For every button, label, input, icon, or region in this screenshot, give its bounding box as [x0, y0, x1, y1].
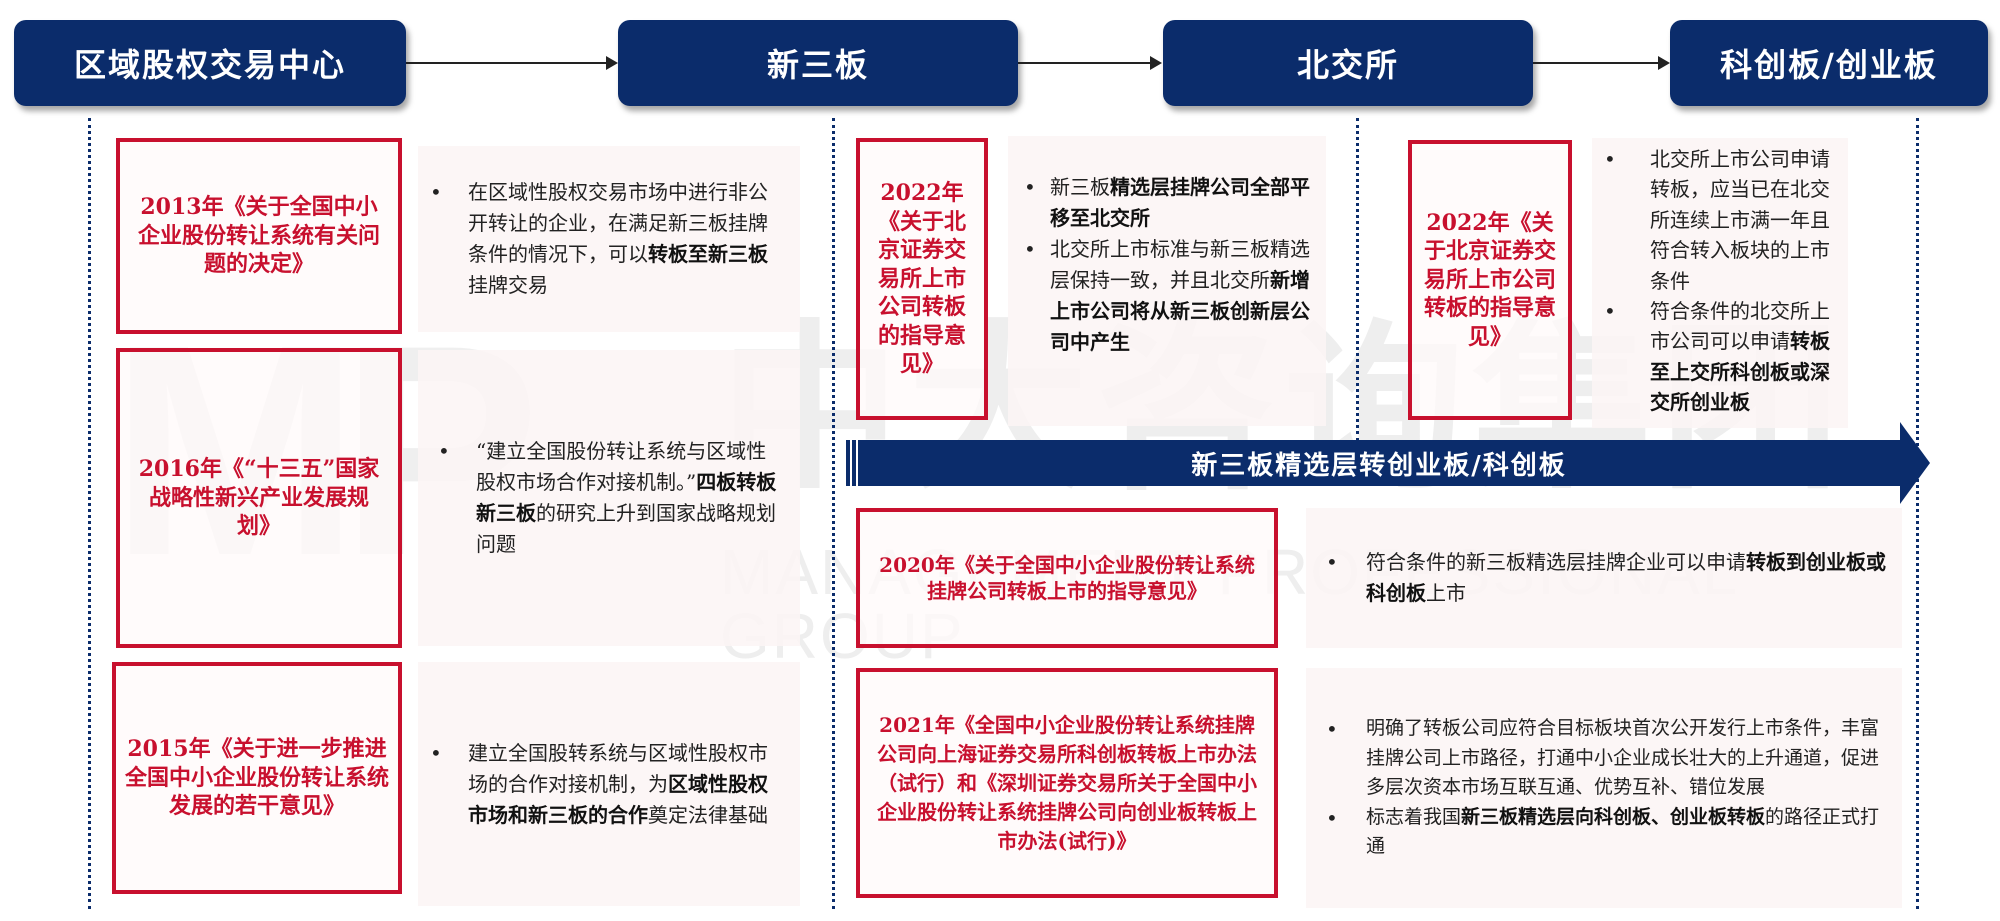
- policy-title: 2020年《关于全国中小企业股份转让系统挂牌公司转板上市的指导意见》: [879, 553, 1255, 603]
- bullet-item: • 建立全国股转系统与区域性股权市场的合作对接机制，为区域性股权市场和新三板的合…: [430, 738, 784, 831]
- bullet-item: • 标志着我国新三板精选层向科创板、创业板转板的路径正式打通: [1326, 803, 1888, 862]
- bullet-item: • “建立全国股份转让系统与区域性股权市场合作对接机制。”四板转板新三板的研究上…: [438, 436, 784, 560]
- description-panel-neeq-bse: • 新三板精选层挂牌公司全部平移至北交所 • 北交所上市标准与新三板精选层保持一…: [1008, 136, 1326, 426]
- bullet-icon: •: [430, 740, 442, 765]
- bullet-text: 新三板精选层挂牌公司全部平移至北交所: [1050, 175, 1310, 230]
- policy-title: 2016年《“十三五”国家战略性新兴产业发展规划》: [138, 456, 380, 540]
- bullet-text: 符合条件的北交所上市公司可以申请转板至上交所科创板或深交所创业板: [1650, 298, 1830, 415]
- bullet-icon: •: [1024, 237, 1036, 261]
- stage-regional-equity-center: 区域股权交易中心: [14, 20, 406, 106]
- bullet-text: 建立全国股转系统与区域性股权市场的合作对接机制，为区域性股权市场和新三板的合作奠…: [468, 740, 768, 827]
- bullet-item: • 符合条件的北交所上市公司可以申请转板至上交所科创板或深交所创业板: [1604, 296, 1838, 418]
- bullet-item: • 北交所上市标准与新三板精选层保持一致，并且北交所新增上市公司将从新三板创新层…: [1024, 234, 1314, 358]
- policy-box-2015: 2015年《关于进一步推进全国中小企业股份转让系统发展的若干意见》: [112, 662, 402, 894]
- bullet-icon: •: [430, 180, 442, 204]
- bullet-icon: •: [1024, 175, 1036, 199]
- bullet-item: • 新三板精选层挂牌公司全部平移至北交所: [1024, 172, 1314, 234]
- banner-stripe: [852, 440, 856, 486]
- bullet-text: 北交所上市标准与新三板精选层保持一致，并且北交所新增上市公司将从新三板创新层公司…: [1050, 237, 1310, 354]
- bullet-icon: •: [1604, 147, 1616, 171]
- policy-title: 2015年《关于进一步推进全国中小企业股份转让系统发展的若干意见》: [124, 736, 389, 820]
- bullet-icon: •: [1326, 805, 1338, 830]
- policy-title: 2021年《全国中小企业股份转让系统挂牌公司向上海证券交易所科创板转板上市办法（…: [877, 712, 1257, 853]
- policy-box-2021: 2021年《全国中小企业股份转让系统挂牌公司向上海证券交易所科创板转板上市办法（…: [856, 668, 1278, 898]
- bullet-item: • 北交所上市公司申请转板，应当已在北交所连续上市满一年且符合转入板块的上市条件: [1604, 144, 1838, 296]
- bullet-text: 明确了转板公司应符合目标板块首次公开发行上市条件，丰富挂牌公司上市路径，打通中小…: [1366, 717, 1880, 799]
- bullet-text: 标志着我国新三板精选层向科创板、创业板转板的路径正式打通: [1366, 805, 1880, 858]
- stage-neeq: 新三板: [618, 20, 1018, 106]
- policy-box-2020: 2020年《关于全国中小企业股份转让系统挂牌公司转板上市的指导意见》: [856, 508, 1278, 648]
- bullet-item: • 在区域性股权交易市场中进行非公开转让的企业，在满足新三板挂牌条件的情况下，可…: [430, 177, 784, 301]
- banner-arrowhead-icon: [1900, 422, 1930, 504]
- stage-star-chinext: 科创板/创业板: [1670, 20, 1988, 106]
- policy-box-2013: 2013年《关于全国中小企业股份转让系统有关问题的决定》: [116, 138, 402, 334]
- bullet-icon: •: [1326, 717, 1338, 742]
- bullet-icon: •: [438, 439, 450, 463]
- description-panel-2013: • 在区域性股权交易市场中进行非公开转让的企业，在满足新三板挂牌条件的情况下，可…: [418, 146, 800, 332]
- description-panel-2015: • 建立全国股转系统与区域性股权市场的合作对接机制，为区域性股权市场和新三板的合…: [418, 662, 800, 906]
- policy-title: 2013年《关于全国中小企业股份转让系统有关问题的决定》: [137, 194, 380, 278]
- policy-title: 2022年《关于北京证券交易所上市公司转板的指导意见》: [1424, 209, 1557, 350]
- dotted-separator: [1916, 118, 1919, 909]
- bullet-text: 北交所上市公司申请转板，应当已在北交所连续上市满一年且符合转入板块的上市条件: [1650, 147, 1830, 293]
- policy-box-2016: 2016年《“十三五”国家战略性新兴产业发展规划》: [116, 348, 402, 648]
- stage-bse: 北交所: [1163, 20, 1533, 106]
- banner-stripe: [846, 440, 850, 486]
- description-panel-2016: • “建立全国股份转让系统与区域性股权市场合作对接机制。”四板转板新三板的研究上…: [418, 350, 800, 646]
- bullet-item: • 符合条件的新三板精选层挂牌企业可以申请转板到创业板或科创板上市: [1326, 547, 1888, 609]
- policy-title: 2022年《关于北京证券交易所上市公司转板的指导意见》: [877, 179, 966, 378]
- bullet-icon: •: [1326, 550, 1338, 574]
- arrow-right-icon: [1018, 56, 1162, 70]
- banner-label: 新三板精选层转创业板/科创板: [1191, 450, 1567, 481]
- banner-neeq-to-star-chinext: 新三板精选层转创业板/科创板: [858, 440, 1900, 486]
- bullet-item: • 明确了转板公司应符合目标板块首次公开发行上市条件，丰富挂牌公司上市路径，打通…: [1326, 714, 1888, 802]
- bullet-text: “建立全国股份转让系统与区域性股权市场合作对接机制。”四板转板新三板的研究上升到…: [476, 439, 777, 556]
- description-panel-2021: • 明确了转板公司应符合目标板块首次公开发行上市条件，丰富挂牌公司上市路径，打通…: [1306, 668, 1902, 908]
- arrow-right-icon: [406, 56, 618, 70]
- bullet-icon: •: [1604, 298, 1616, 323]
- bullet-text: 符合条件的新三板精选层挂牌企业可以申请转板到创业板或科创板上市: [1366, 550, 1886, 605]
- dotted-separator: [1356, 118, 1359, 441]
- dotted-separator: [88, 118, 91, 909]
- arrow-right-icon: [1533, 56, 1670, 70]
- policy-box-2022-neeq-bse: 2022年《关于北京证券交易所上市公司转板的指导意见》: [856, 138, 988, 420]
- description-panel-bse-star: • 北交所上市公司申请转板，应当已在北交所连续上市满一年且符合转入板块的上市条件…: [1592, 138, 1848, 428]
- description-panel-2020: • 符合条件的新三板精选层挂牌企业可以申请转板到创业板或科创板上市: [1306, 508, 1902, 648]
- dotted-separator: [832, 118, 835, 909]
- bullet-text: 在区域性股权交易市场中进行非公开转让的企业，在满足新三板挂牌条件的情况下，可以转…: [468, 180, 768, 297]
- policy-box-2022-bse-star: 2022年《关于北京证券交易所上市公司转板的指导意见》: [1408, 140, 1572, 420]
